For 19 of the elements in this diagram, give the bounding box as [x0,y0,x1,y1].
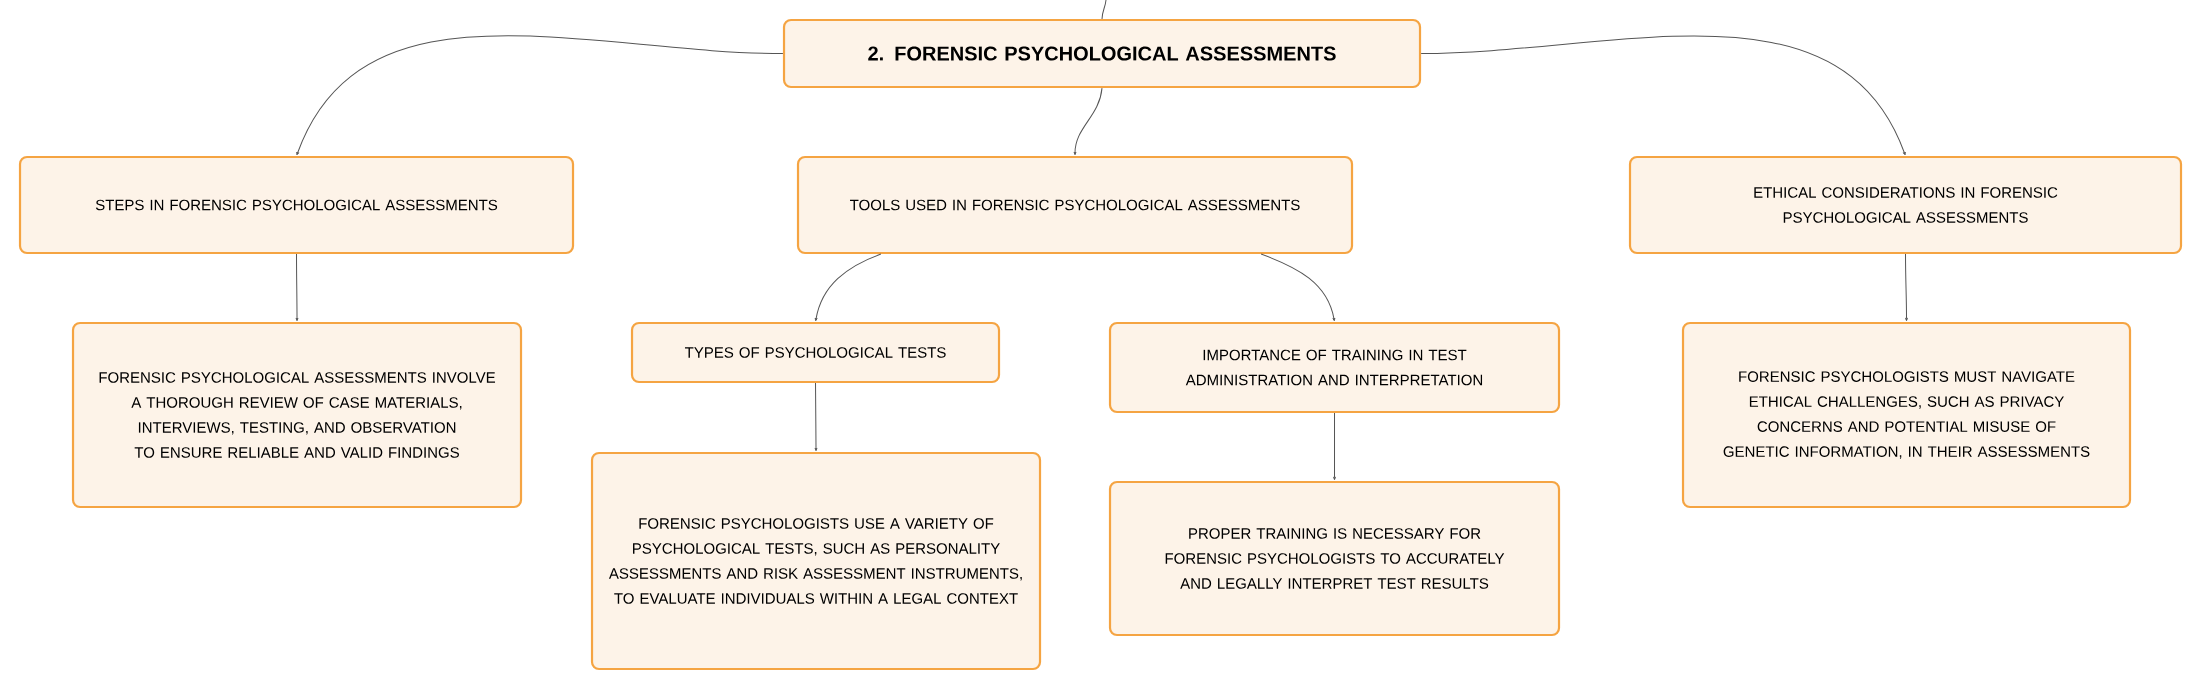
topic-box: TYPES OF PSYCHOLOGICAL TESTS [630,321,1001,384]
connector-arrow [296,35,784,156]
connector-arrow [295,253,299,322]
topic-box: TOOLS USED IN FORENSIC PSYCHOLOGICAL ASSESSMENTS [796,155,1354,255]
connector-arrow [1333,412,1336,481]
topic-box: FORENSIC PSYCHOLOGISTS MUST NAVIGATE ETHICAL CHALLENGES, SUCH AS PRIVACY CONCERNS AND POTENTIAL MISUSE OF GENETIC INFORMATION, IN THEIR ASSESSMENTS [1681,321,2132,509]
topic-box: STEPS IN FORENSIC PSYCHOLOGICAL ASSESSMENTS [18,155,575,255]
connector-arrow [1420,35,1906,156]
topic-box: IMPORTANCE OF TRAINING IN TEST ADMINISTRATION AND INTERPRETATION [1108,321,1561,414]
topic-box: ETHICAL CONSIDERATIONS IN FORENSIC PSYCHOLOGICAL ASSESSMENTS [1628,155,2183,255]
connector-arrow [814,253,882,322]
connector-arrow [1905,253,1908,322]
topic-box: FORENSIC PSYCHOLOGICAL ASSESSMENTS INVOLVE A THOROUGH REVIEW OF CASE MATERIALS, INTERVIEWS, TESTING, AND OBSERVATION TO ENSURE RELIABLE AND VALID FINDINGS [71,321,523,509]
connector-arrow [1260,253,1336,322]
connector-arrow [814,382,818,452]
title-box: 2. FORENSIC PSYCHOLOGICAL ASSESSMENTS [782,18,1422,89]
connector-arrow [1073,87,1103,156]
topic-box: FORENSIC PSYCHOLOGISTS USE A VARIETY OF PSYCHOLOGICAL TESTS, SUCH AS PERSONALITY ASSESSMENTS AND RISK ASSESSMENT INSTRUMENTS, TO EVALUATE INDIVIDUALS WITHIN A LEGAL CONTEXT [590,451,1042,671]
topic-box: PROPER TRAINING IS NECESSARY FOR FORENSIC PSYCHOLOGISTS TO ACCURATELY AND LEGALLY INTERPRET TEST RESULTS [1108,480,1561,637]
